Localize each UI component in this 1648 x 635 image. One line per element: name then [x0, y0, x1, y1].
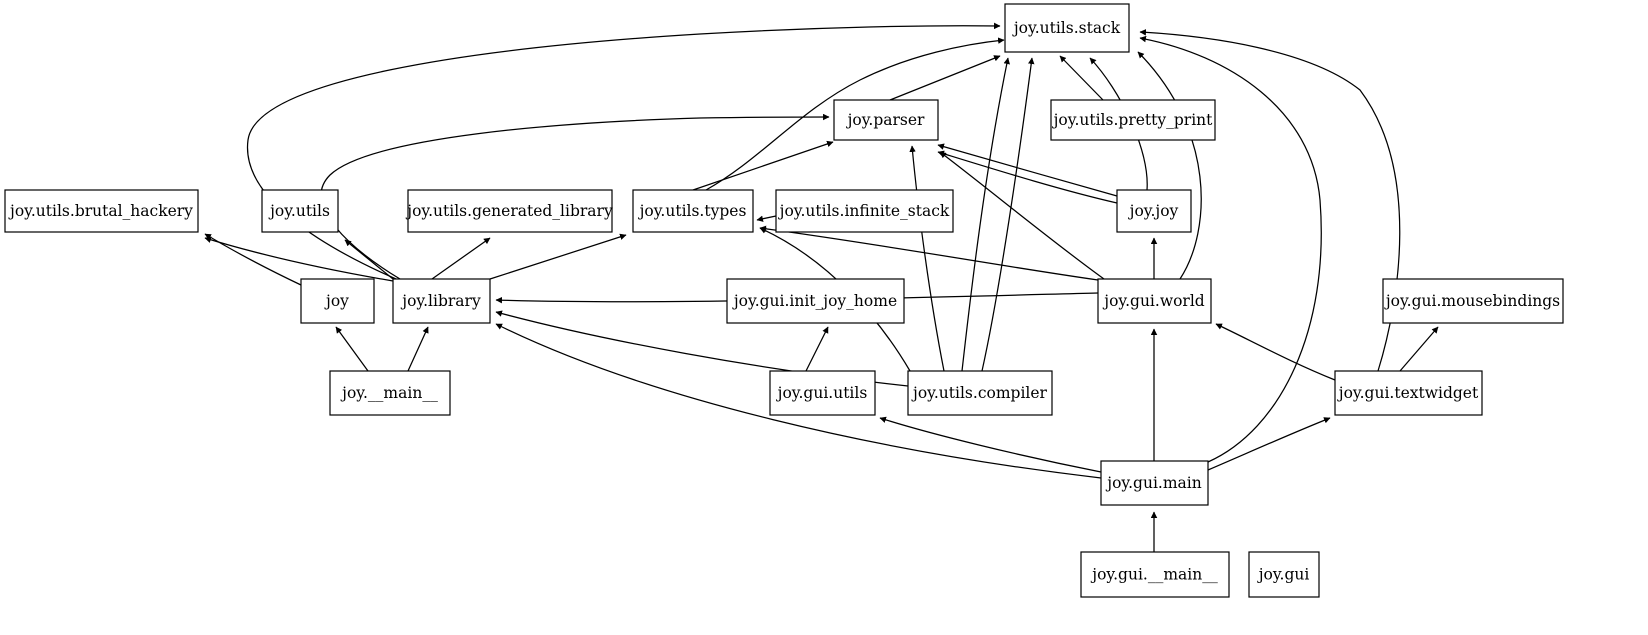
node-joy-utils[interactable]: joy.utils: [261, 189, 339, 233]
edge-joy-library-to-joy-utils-types: [489, 233, 627, 280]
edge-joy-gui-main-to-joy-gui-textwidget: [1207, 417, 1331, 471]
node-box[interactable]: [632, 189, 754, 233]
node-box[interactable]: [726, 278, 905, 324]
node-joy-utils-types[interactable]: joy.utils.types: [632, 189, 754, 233]
node-joy-utils-stack[interactable]: joy.utils.stack: [1004, 3, 1130, 53]
node-label: joy.utils.generated_library: [405, 202, 613, 220]
node-label: joy.gui.init_joy_home: [732, 292, 897, 310]
node-box[interactable]: [907, 370, 1053, 416]
edge-joy-utils-types-to-joy-utils-stack: [705, 37, 1005, 191]
node-label: joy.parser: [846, 111, 925, 129]
node-joy-gui---main--[interactable]: joy.gui.__main__: [1080, 551, 1230, 598]
node-box[interactable]: [1382, 278, 1564, 324]
edge-joy-gui-main-to-joy-gui-utils: [879, 416, 1102, 473]
edge-joy-gui-textwidget-to-joy-gui-world: [1215, 323, 1336, 381]
edge-joy-utils-compiler-to-joy-utils-stack: [961, 57, 1010, 372]
node-joy-gui-main[interactable]: joy.gui.main: [1100, 460, 1209, 506]
edge-joy-gui-world-to-joy-parser: [939, 151, 1105, 280]
node-box[interactable]: [392, 278, 491, 324]
edge-joy-utils-compiler-to-joy-parser: [909, 145, 945, 372]
edge-joy-gui-main-to-joy-library: [495, 323, 1102, 479]
edge-joy-main-to-joy-library: [407, 326, 429, 372]
edge-joy-joy-to-joy-parser: [937, 143, 1118, 197]
node-box[interactable]: [1097, 278, 1212, 324]
edge-joy-utils-types-to-joy-parser: [692, 140, 834, 191]
node-joy-utils-pretty-print[interactable]: joy.utils.pretty_print: [1050, 99, 1216, 141]
node-joy-utils-infinite-stack[interactable]: joy.utils.infinite_stack: [775, 189, 954, 233]
node-box[interactable]: [775, 189, 954, 233]
node-label: joy.library: [400, 292, 481, 310]
node-box[interactable]: [1080, 551, 1230, 598]
node-label: joy.joy: [1128, 202, 1179, 220]
edge-joy-gui-world-to-joy-utils-types: [759, 225, 1099, 281]
node-box[interactable]: [261, 189, 339, 233]
node-label: joy.gui.main: [1105, 474, 1201, 492]
node-box[interactable]: [1334, 370, 1483, 416]
node-joy-parser[interactable]: joy.parser: [833, 99, 939, 141]
node-box[interactable]: [1116, 189, 1192, 233]
node-label: joy: [324, 292, 349, 310]
node-label: joy.utils: [268, 202, 330, 220]
node-box[interactable]: [407, 189, 613, 233]
node-joy-gui-mousebindings[interactable]: joy.gui.mousebindings: [1382, 278, 1564, 324]
node-label: joy.utils.infinite_stack: [778, 202, 950, 220]
edge-joy-joy-to-joy-parser-alt: [937, 150, 1118, 204]
node-label: joy.gui.utils: [776, 384, 868, 402]
edge-joy-to-joy-utils-brutal-hackery: [204, 233, 302, 286]
node-joy-gui-init-joy-home[interactable]: joy.gui.init_joy_home: [726, 278, 905, 324]
edge-joy-main-to-joy: [335, 326, 369, 372]
node-joy-gui[interactable]: joy.gui: [1248, 551, 1320, 598]
node-joy-utils-compiler[interactable]: joy.utils.compiler: [907, 370, 1053, 416]
edge-joy-utils-infinite-stack-to-joy-utils-types: [756, 215, 777, 222]
node-box[interactable]: [329, 370, 451, 416]
edge-joy-library-to-joy-utils-brutal-hackery: [204, 236, 394, 282]
node-label: joy.gui.world: [1102, 292, 1205, 310]
node-joy-gui-textwidget[interactable]: joy.gui.textwidget: [1334, 370, 1483, 416]
node-box[interactable]: [4, 189, 199, 233]
node-joy-utils-brutal-hackery[interactable]: joy.utils.brutal_hackery: [4, 189, 199, 233]
node-joy---main--[interactable]: joy.__main__: [329, 370, 451, 416]
node-joy-library[interactable]: joy.library: [392, 278, 491, 324]
node-label: joy.gui.textwidget: [1337, 384, 1479, 402]
node-label: joy.utils.types: [638, 202, 747, 220]
node-box[interactable]: [1050, 99, 1216, 141]
node-joy[interactable]: joy: [300, 278, 375, 324]
node-label: joy.gui: [1257, 566, 1310, 584]
node-label: joy.gui.mousebindings: [1384, 292, 1560, 310]
node-label: joy.utils.pretty_print: [1052, 111, 1214, 129]
node-box[interactable]: [1248, 551, 1320, 598]
edges-layer: [204, 22, 1439, 552]
node-box[interactable]: [300, 278, 375, 324]
edge-joy-utils-pretty-print-to-joy-utils-stack: [1059, 55, 1104, 101]
node-box[interactable]: [769, 370, 876, 416]
node-label: joy.__main__: [340, 384, 438, 402]
node-label: joy.utils.stack: [1012, 19, 1121, 37]
edge-joy-library-to-joy-utils: [344, 239, 394, 280]
node-joy-gui-utils[interactable]: joy.gui.utils: [769, 370, 876, 416]
edge-joy-gui-utils-to-joy-gui-init-joy-home: [805, 326, 829, 372]
node-joy-gui-world[interactable]: joy.gui.world: [1097, 278, 1212, 324]
edge-joy-gui-textwidget-to-joy-gui-mousebindings: [1399, 326, 1439, 372]
nodes-layer: joy.utils.stack joy.parser joy.utils.prett…: [4, 3, 1564, 598]
edge-joy-parser-to-joy-utils-stack: [889, 55, 1001, 101]
node-label: joy.utils.compiler: [911, 384, 1047, 402]
edge-joy-utils-compiler-to-joy-utils-stack-alt: [981, 57, 1035, 372]
node-box[interactable]: [1100, 460, 1209, 506]
edge-joy-gui-main-to-joy-utils-stack: [1139, 35, 1322, 463]
node-joy-joy[interactable]: joy.joy: [1116, 189, 1192, 233]
edge-joy-library-to-joy-utils-stack: [246, 22, 1001, 280]
node-joy-utils-generated-library[interactable]: joy.utils.generated_library: [405, 189, 613, 233]
node-box[interactable]: [833, 99, 939, 141]
node-label: joy.utils.brutal_hackery: [8, 202, 193, 220]
edge-joy-gui-world-to-joy-utils-stack: [1137, 51, 1202, 280]
node-box[interactable]: [1004, 3, 1130, 53]
node-label: joy.gui.__main__: [1090, 566, 1218, 584]
edge-joy-library-to-joy-utils-generated-library: [431, 237, 491, 280]
